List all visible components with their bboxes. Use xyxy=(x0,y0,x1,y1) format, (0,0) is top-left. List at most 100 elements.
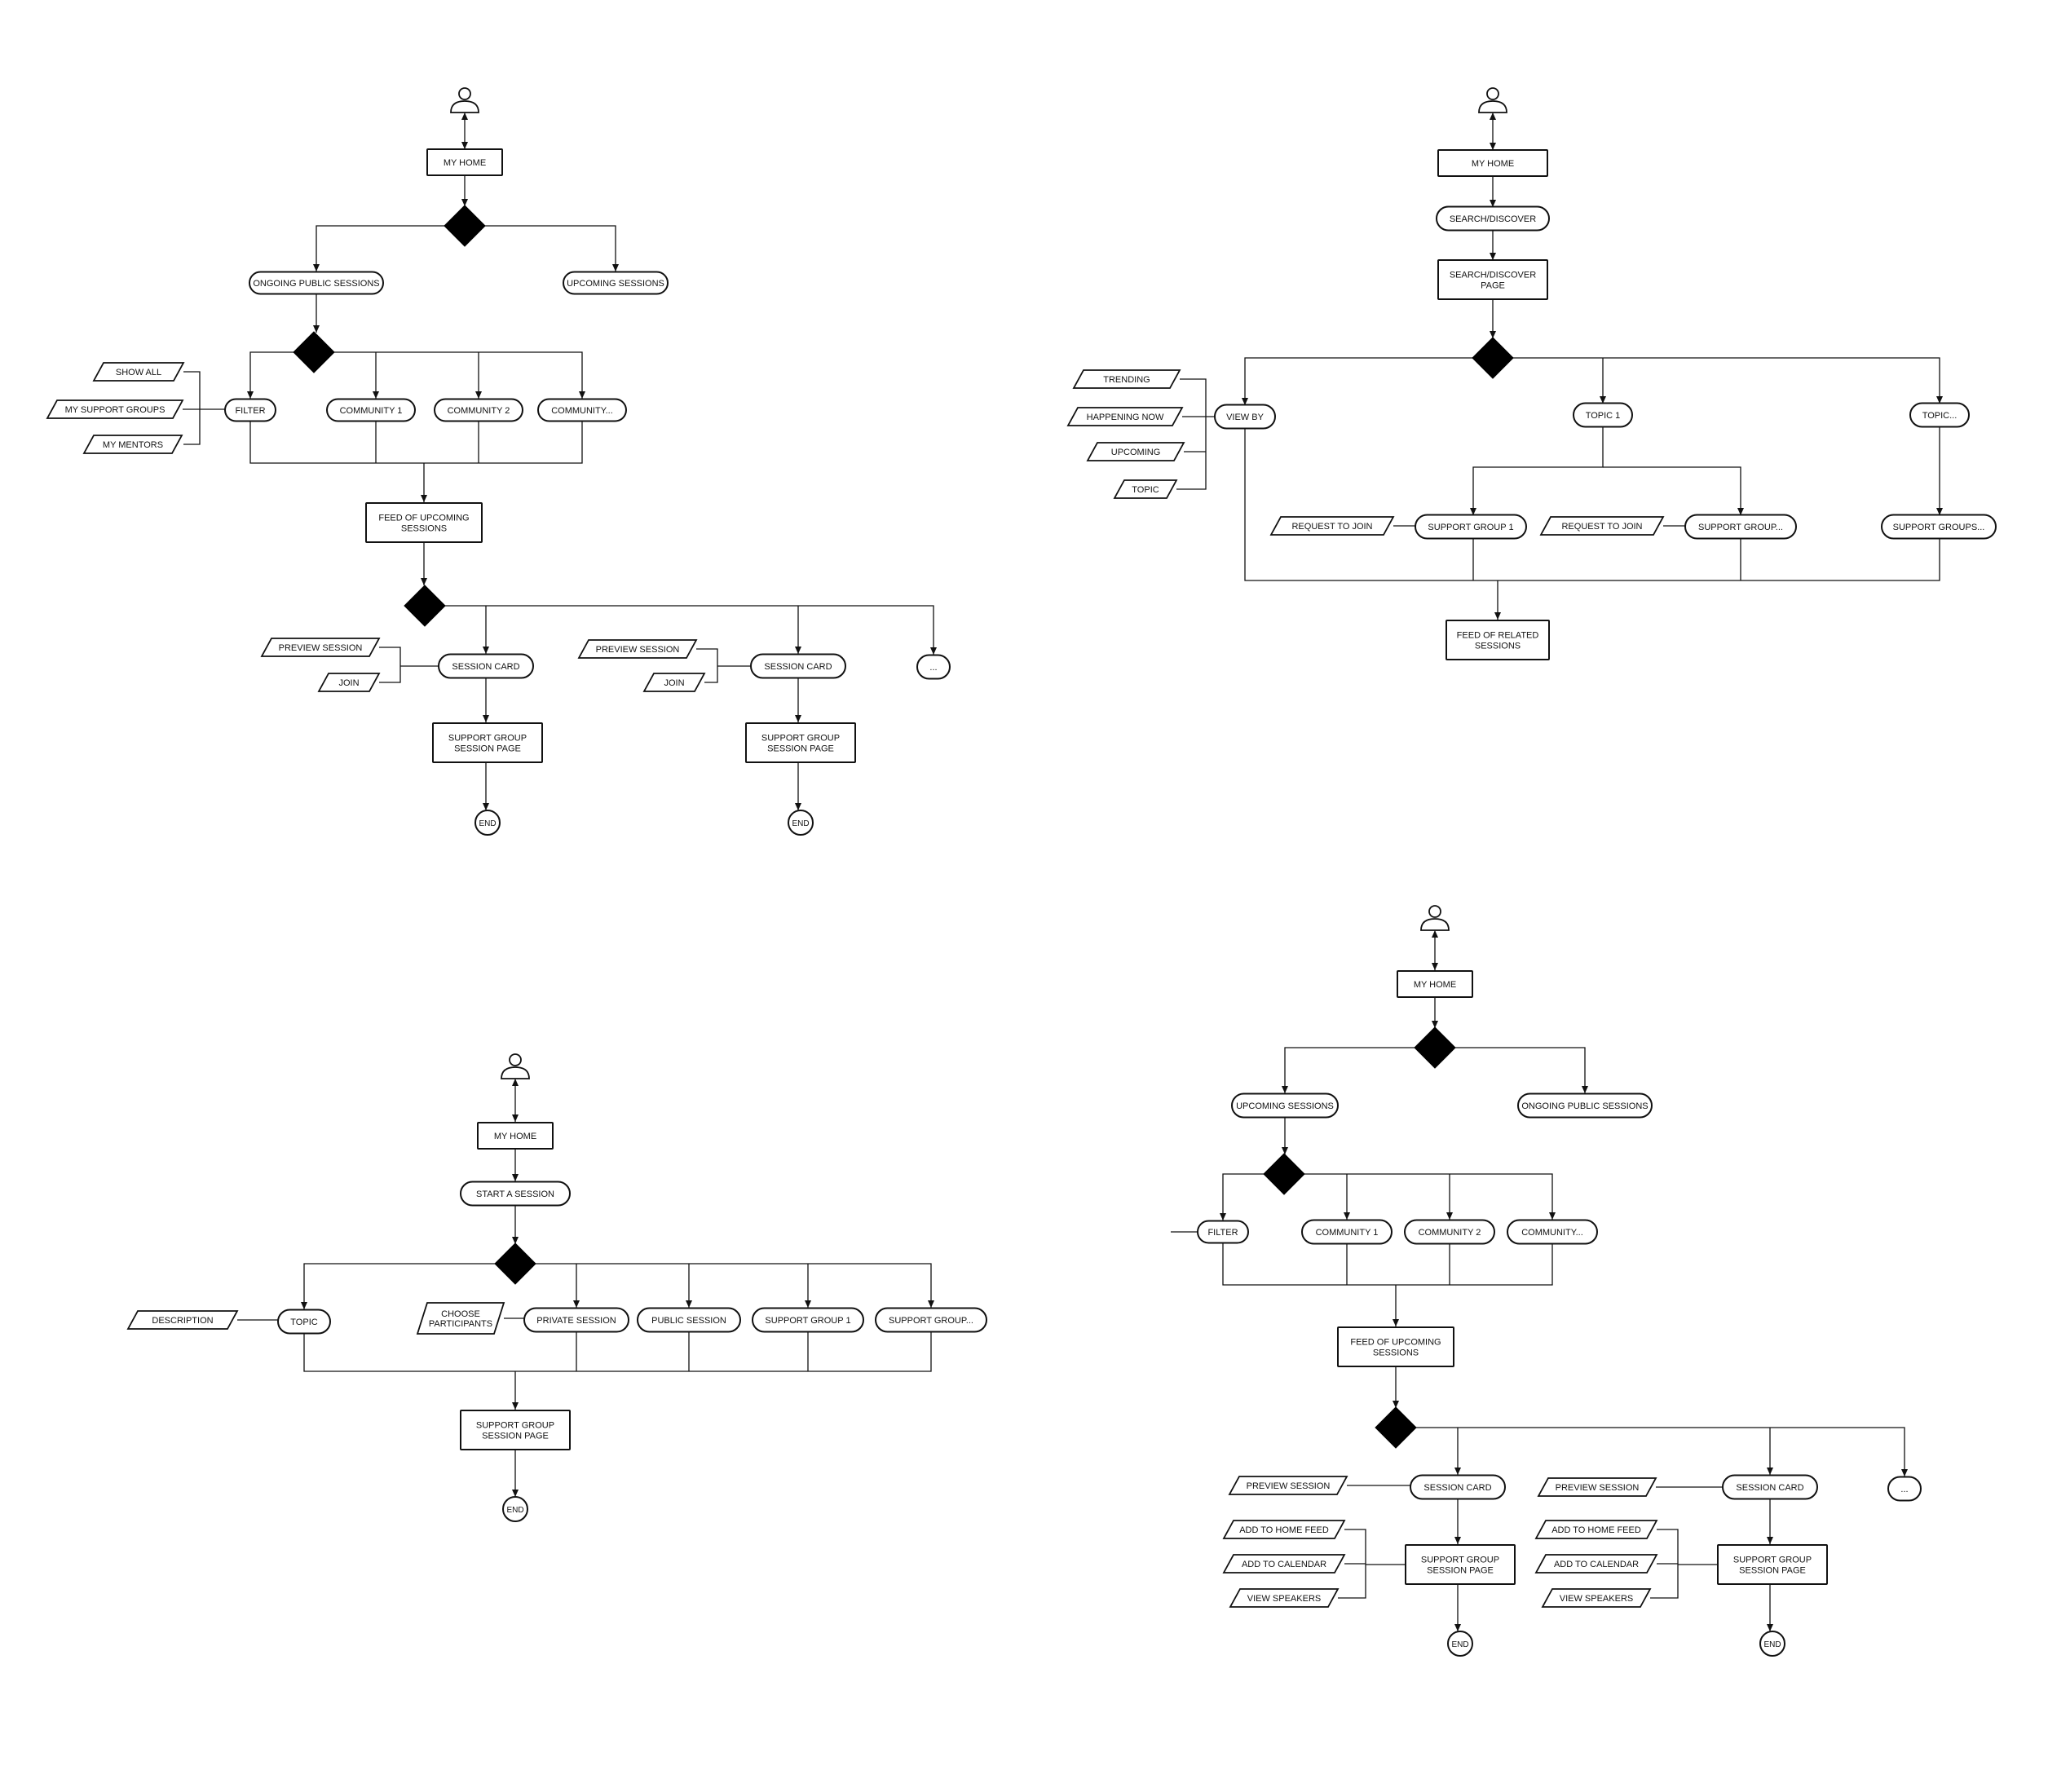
action-parallelogram: PREVIEW SESSION xyxy=(577,639,698,659)
screen-pill: PUBLIC SESSION xyxy=(637,1307,741,1333)
node-label: COMMUNITY... xyxy=(1521,1228,1583,1238)
node-label: SUPPORT GROUP 1 xyxy=(1428,523,1513,532)
node-label: MY HOME xyxy=(1414,980,1456,990)
node-label: PUBLIC SESSION xyxy=(651,1316,726,1326)
node-label: END xyxy=(1451,1640,1468,1649)
node-label: UPCOMING xyxy=(1111,448,1161,457)
flow-upcoming-sessions: MY HOME UPCOMING SESSIONS ONGOING PUBLIC S… xyxy=(1197,905,1922,1657)
action-parallelogram: UPCOMING xyxy=(1086,442,1185,461)
node-label: END xyxy=(792,819,809,828)
decision-diamond xyxy=(494,1242,536,1285)
connector-line xyxy=(249,422,583,464)
screen-pill: TOPIC 1 xyxy=(1573,402,1633,428)
node-label: FILTER xyxy=(235,406,265,416)
action-parallelogram: TOPIC xyxy=(1113,479,1178,499)
screen-pill: TOPIC... xyxy=(1909,402,1970,428)
screen-pill: FILTER xyxy=(224,398,276,422)
decision-diamond xyxy=(1414,1026,1456,1069)
screen-pill: COMMUNITY 2 xyxy=(1404,1219,1495,1245)
node-label: TOPIC... xyxy=(1922,411,1958,421)
connector-line xyxy=(1176,378,1207,490)
screen-pill: SUPPORT GROUP 1 xyxy=(1415,514,1527,540)
end-terminal: END xyxy=(1759,1631,1785,1657)
action-parallelogram: REQUEST TO JOIN xyxy=(1539,516,1665,536)
node-label: MY HOME xyxy=(444,158,486,168)
screen-pill: SUPPORT GROUPS... xyxy=(1881,514,1997,540)
connector-line xyxy=(1242,357,1473,405)
connector-line xyxy=(183,371,201,445)
user-icon xyxy=(450,87,479,113)
action-parallelogram: VIEW SPEAKERS xyxy=(1541,1588,1652,1608)
connector-line xyxy=(1220,1173,1265,1220)
end-terminal: END xyxy=(1447,1631,1473,1657)
action-parallelogram: ADD TO HOME FEED xyxy=(1222,1520,1346,1539)
connector-line xyxy=(1512,357,1943,404)
node-label: DESCRIPTION xyxy=(152,1316,213,1326)
node-label: JOIN xyxy=(338,678,359,688)
node-label: SUPPORT GROUP... xyxy=(1698,523,1783,532)
screen-pill: SESSION CARD xyxy=(1410,1474,1506,1500)
node-label: END xyxy=(506,1506,523,1515)
connector-layer xyxy=(183,113,1943,1631)
decision-diamond xyxy=(1375,1406,1417,1449)
node-label: SUPPORT GROUPS... xyxy=(1893,523,1985,532)
node-label: SESSION CARD xyxy=(1736,1483,1803,1493)
action-parallelogram: MY SUPPORT GROUPS xyxy=(46,399,184,419)
action-parallelogram: JOIN xyxy=(642,673,706,692)
node-label: COMMUNITY 1 xyxy=(340,406,403,416)
screen-pill: SESSION CARD xyxy=(438,653,534,679)
node-label: UPCOMING SESSIONS xyxy=(1236,1101,1334,1111)
action-parallelogram: TRENDING xyxy=(1072,369,1181,389)
connector-line xyxy=(484,225,619,271)
node-label: MY MENTORS xyxy=(103,440,163,450)
connector-line xyxy=(1304,1173,1556,1220)
screen-pill: SUPPORT GROUP... xyxy=(1684,514,1797,540)
node-label: SUPPORT GROUP 1 xyxy=(765,1316,850,1326)
node-label: ADD TO HOME FEED xyxy=(1551,1525,1641,1535)
action-parallelogram: REQUEST TO JOIN xyxy=(1269,516,1395,536)
screen-pill: COMMUNITY 2 xyxy=(434,398,523,422)
node-label: END xyxy=(1763,1640,1781,1649)
node-label: TRENDING xyxy=(1103,375,1150,385)
connector-line xyxy=(301,1263,496,1309)
node-label: MY HOME xyxy=(1472,159,1514,169)
screen-pill: SESSION CARD xyxy=(1722,1474,1818,1500)
node-label: SESSION CARD xyxy=(764,662,832,672)
node-label: JOIN xyxy=(664,678,684,688)
connector-line xyxy=(1282,1047,1415,1093)
user-icon xyxy=(1420,905,1450,931)
connector-line xyxy=(1454,1047,1588,1093)
action-parallelogram: ADD TO CALENDAR xyxy=(1222,1554,1346,1574)
action-parallelogram: HAPPENING NOW xyxy=(1066,407,1184,426)
node-label: COMMUNITY... xyxy=(551,406,613,416)
node-label: ... xyxy=(929,663,937,673)
action-parallelogram: ADD TO CALENDAR xyxy=(1534,1554,1658,1574)
node-label: PRIVATE SESSION xyxy=(536,1316,616,1326)
screen-pill: COMMUNITY... xyxy=(537,398,627,422)
node-label: UPCOMING SESSIONS xyxy=(567,279,664,289)
screen-pill: FILTER xyxy=(1197,1220,1249,1244)
node-label: END xyxy=(479,819,496,828)
action-parallelogram: MY MENTORS xyxy=(82,435,183,454)
node-label: ONGOING PUBLIC SESSIONS xyxy=(1521,1101,1648,1111)
node-label: REQUEST TO JOIN xyxy=(1291,522,1372,532)
connector-line xyxy=(1470,427,1604,515)
connector-line xyxy=(1222,1243,1553,1286)
action-parallelogram: JOIN xyxy=(317,673,381,692)
node-label: VIEW SPEAKERS xyxy=(1247,1594,1321,1604)
screen-pill: SESSION CARD xyxy=(750,653,846,679)
end-terminal: END xyxy=(788,810,814,836)
screen-pill: VIEW BY xyxy=(1214,404,1276,430)
screen-pill: COMMUNITY 1 xyxy=(1301,1219,1393,1245)
